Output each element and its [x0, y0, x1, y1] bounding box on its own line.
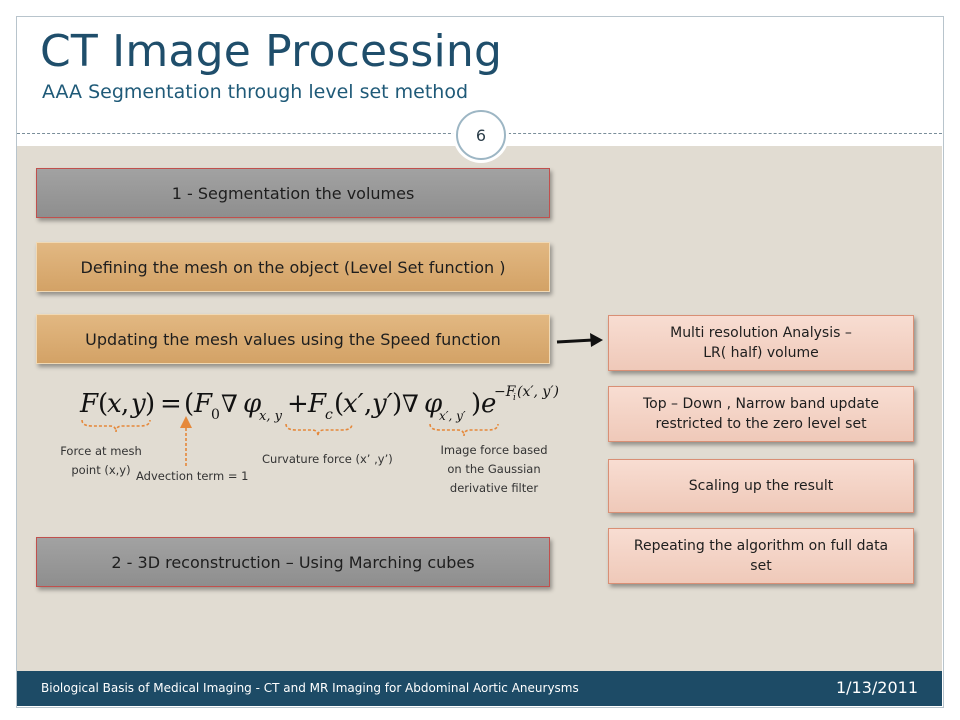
svg-text:(x′, y′): (x′, y′) [517, 384, 559, 400]
svg-text:+: + [287, 389, 309, 419]
svg-text:0: 0 [211, 407, 220, 423]
svg-text:y′: y′ [371, 389, 393, 419]
svg-text:φ: φ [243, 389, 262, 419]
step-update-mesh-box[interactable]: Updating the mesh values using the Speed… [36, 314, 550, 364]
advection-arrow [180, 416, 192, 466]
bracket-force [81, 419, 151, 433]
svg-text:=: = [160, 389, 182, 419]
svg-text:e: e [481, 389, 496, 419]
svg-text:y: y [130, 389, 146, 419]
annotation-image-force-line2: on the Gaussian [447, 462, 541, 476]
svg-text:,: , [364, 389, 372, 419]
page-number: 6 [475, 126, 487, 145]
footer-date: 1/13/2011 [835, 678, 918, 697]
speed-function-formula: F ( x , y ) = ( F 0 ∇ φ x, y + F c ( x′ … [79, 384, 559, 424]
step-reconstruction-box[interactable]: 2 - 3D reconstruction – Using Marching c… [36, 537, 550, 587]
annotation-image-force-line1: Image force based [440, 443, 548, 457]
term-brackets [81, 419, 499, 437]
multires-text: Multi resolution Analysis – LR( half) vo… [670, 323, 852, 363]
narrowband-text: Top – Down , Narrow band update restrict… [643, 394, 879, 434]
svg-text:): ) [145, 389, 155, 419]
svg-text:∇: ∇ [221, 390, 238, 418]
slide-footer: Biological Basis of Medical Imaging - CT… [17, 671, 942, 706]
annotation-image-force: Image force based on the Gaussian deriva… [430, 441, 558, 498]
svg-text:F: F [307, 389, 327, 419]
svg-text:φ: φ [424, 389, 443, 419]
svg-text:(: ( [334, 389, 344, 419]
annotation-force-line1: Force at mesh [60, 444, 142, 458]
bracket-image-force [429, 423, 499, 437]
svg-text:x′, y′: x′, y′ [439, 409, 466, 423]
svg-text:∇: ∇ [402, 390, 419, 418]
arrow-to-multires [556, 333, 603, 347]
step-segmentation-box[interactable]: 1 - Segmentation the volumes [36, 168, 550, 218]
repeat-line2: set [750, 558, 772, 574]
svg-text:F: F [79, 389, 99, 419]
step-define-mesh-box[interactable]: Defining the mesh on the object (Level S… [36, 242, 550, 292]
step-define-mesh-label: Defining the mesh on the object (Level S… [80, 257, 506, 277]
annotation-image-force-line3: derivative filter [449, 481, 539, 495]
step-reconstruction-label: 2 - 3D reconstruction – Using Marching c… [111, 552, 475, 572]
multires-box[interactable]: Multi resolution Analysis – LR( half) vo… [608, 315, 914, 371]
svg-text:x: x [107, 389, 122, 419]
annotation-advection: Advection term = 1 [136, 469, 249, 483]
svg-text:F: F [193, 389, 213, 419]
multires-line2: LR( half) volume [703, 345, 819, 361]
svg-text:,: , [121, 389, 129, 419]
svg-text:): ) [392, 389, 402, 419]
page-number-badge: 6 [456, 110, 506, 160]
annotation-curvature: Curvature force (x’ ,y’) [262, 452, 393, 466]
narrowband-line2: restricted to the zero level set [655, 416, 867, 432]
step-update-mesh-label: Updating the mesh values using the Speed… [85, 329, 501, 349]
svg-text:−F: −F [494, 384, 517, 400]
repeat-line1: Repeating the algorithm on full data [633, 538, 889, 554]
svg-text:(: ( [184, 389, 194, 419]
svg-text:i: i [513, 393, 516, 403]
svg-text:): ) [471, 389, 481, 419]
bracket-curvature [285, 423, 353, 437]
narrowband-box[interactable]: Top – Down , Narrow band update restrict… [608, 386, 914, 442]
slide-title: CT Image Processing [40, 26, 503, 77]
annotation-force-line2: point (x,y) [71, 463, 131, 477]
slide-subtitle: AAA Segmentation through level set metho… [42, 81, 469, 103]
multires-line1: Multi resolution Analysis – [670, 325, 852, 341]
annotation-force: Force at mesh point (x,y) [46, 442, 156, 480]
narrowband-line1: Top – Down , Narrow band update [642, 396, 880, 412]
footer-course-title: Biological Basis of Medical Imaging - CT… [41, 681, 579, 695]
svg-text:x′: x′ [343, 389, 364, 419]
svg-text:x, y: x, y [259, 409, 283, 424]
step-segmentation-label: 1 - Segmentation the volumes [171, 183, 415, 203]
scaling-box[interactable]: Scaling up the result [608, 459, 914, 513]
scaling-label: Scaling up the result [688, 478, 834, 494]
svg-text:(: ( [98, 389, 108, 419]
repeat-text: Repeating the algorithm on full data set [634, 536, 888, 576]
svg-text:c: c [325, 407, 333, 423]
repeat-box[interactable]: Repeating the algorithm on full data set [608, 528, 914, 584]
